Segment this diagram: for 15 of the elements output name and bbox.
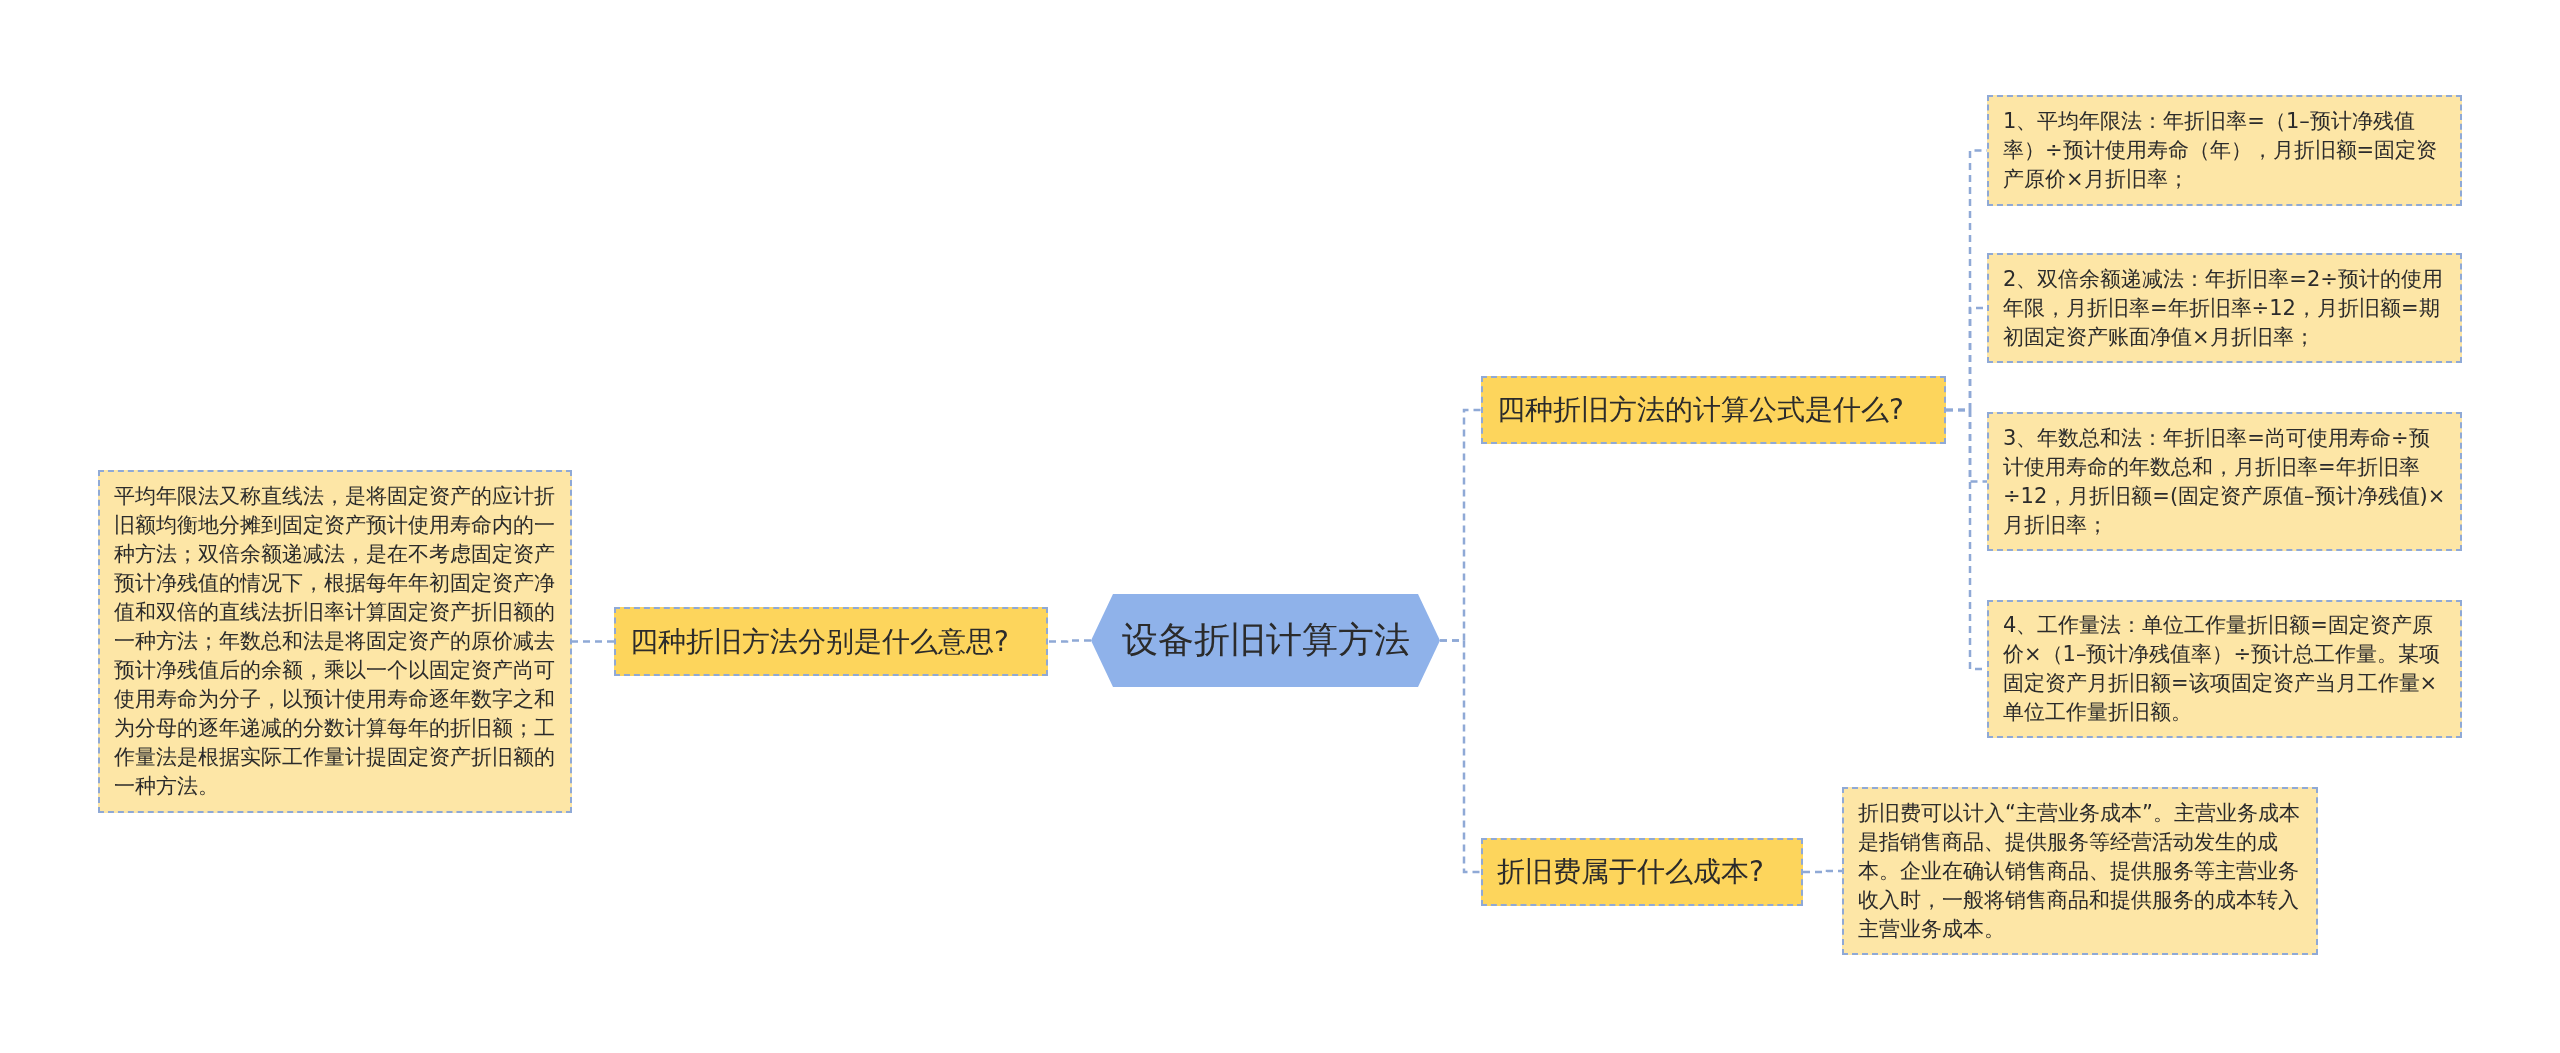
topic-hexagon	[1091, 594, 1440, 687]
connector-line	[572, 640, 614, 643]
connector-line	[1440, 639, 1481, 874]
question-box: 四种折旧方法的计算公式是什么?	[1481, 376, 1946, 444]
answer-box: 2、双倍余额递减法：年折旧率=2÷预计的使用年限，月折旧率=年折旧率÷12，月折旧额=期初固定资产账面净值×月折旧率；	[1987, 253, 2462, 363]
answer-box: 1、平均年限法：年折旧率=（1–预计净残值率）÷预计使用寿命（年），月折旧额=固定资产原价×月折旧率；	[1987, 95, 2462, 206]
topic-text: 设备折旧计算方法	[1121, 618, 1410, 662]
connector-line	[1803, 869, 1842, 874]
question-box: 折旧费属于什么成本?	[1481, 838, 1803, 906]
answer-box: 折旧费可以计入“主营业务成本”。主营业务成本是指销售商品、提供服务等经营活动发生的成本。企业在确认销售商品、提供服务等主营业务收入时，一般将销售商品和提供服务的成本转入主营业务成本。	[1842, 787, 2318, 955]
answer-box: 3、年数总和法：年折旧率=尚可使用寿命÷预计使用寿命的年数总和，月折旧率=年折旧率÷12，月折旧额=(固定资产原值–预计净残值)×月折旧率；	[1987, 412, 2462, 551]
answer-box: 4、工作量法：单位工作量折旧额=固定资产原价×（1–预计净残值率）÷预计总工作量。某项固定资产月折旧额=该项固定资产当月工作量×单位工作量折旧额。	[1987, 600, 2462, 738]
question-box: 四种折旧方法分别是什么意思?	[614, 607, 1048, 676]
connector-line	[1048, 639, 1091, 643]
answer-box: 平均年限法又称直线法，是将固定资产的应计折旧额均衡地分摊到固定资产预计使用寿命内的一种方法；双倍余额递减法，是在不考虑固定资产预计净残值的情况下，根据每年年初固定资产净值和双倍的直线法折旧率计算固定资产折旧额的一种方法；年数总和法是将固定资产的原价减去预计净残值后的余额，乘以一个以固定资产尚可使用寿命为分子，以预计使用寿命逐年数字之和为分母的逐年递减的分数计算每年的折旧额；工作量法是根据实际工作量计提固定资产折旧额的一种方法。	[98, 470, 572, 813]
